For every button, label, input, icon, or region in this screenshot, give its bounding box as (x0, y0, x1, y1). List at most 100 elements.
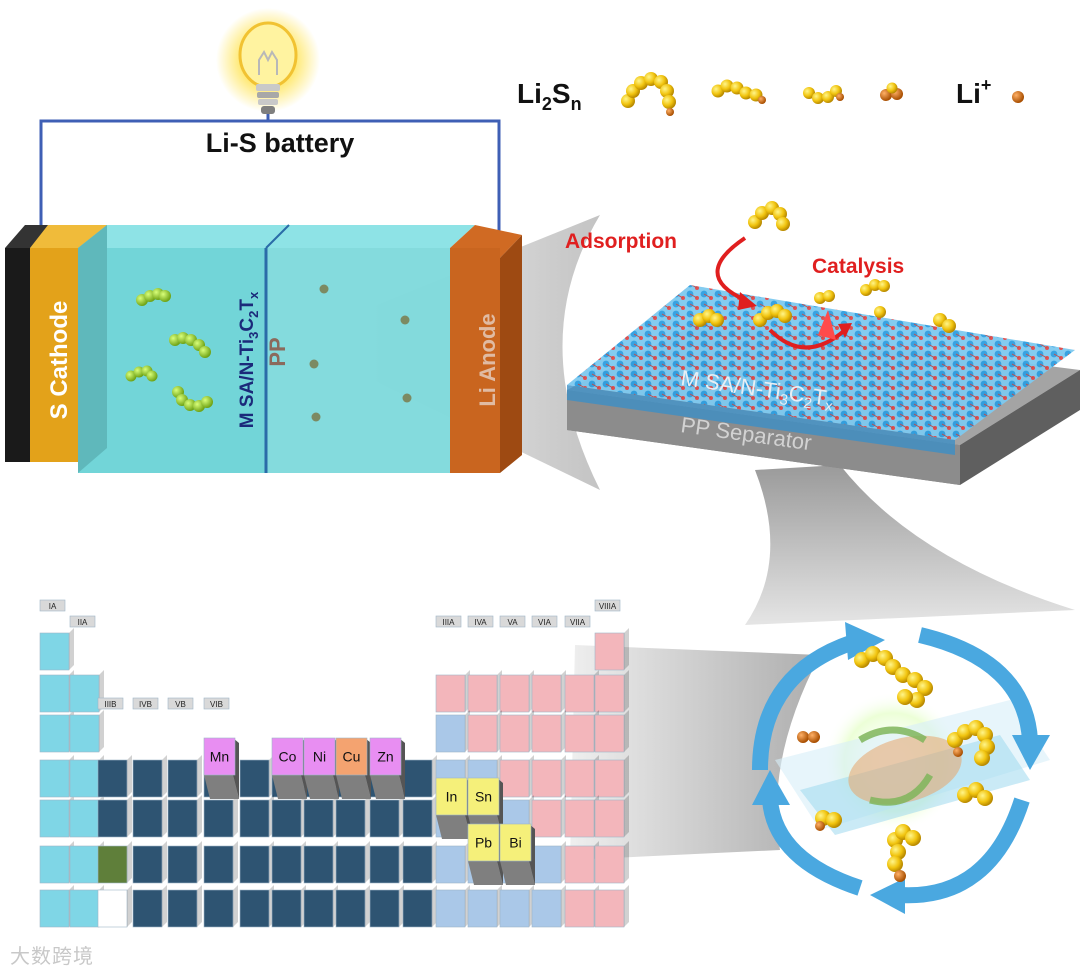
group-header (39, 599, 66, 612)
element-cell (167, 759, 198, 798)
element-cell (167, 889, 198, 928)
element-symbol-mn: Mn (210, 749, 229, 765)
lithium-ion-label: Li+ (956, 75, 991, 109)
element-cell (335, 889, 366, 928)
group-header (203, 697, 230, 710)
group-header-via: VIA (538, 618, 552, 627)
element-symbol-cu: Cu (343, 749, 361, 765)
element-cell (132, 759, 163, 798)
highlighted-element-co (271, 737, 304, 776)
element-cell (132, 889, 163, 928)
group-header (69, 615, 96, 628)
highlighted-element-ni (303, 737, 336, 776)
element-cell (594, 674, 625, 713)
group-header (132, 697, 159, 710)
group-header (594, 599, 621, 612)
element-cell (203, 889, 234, 928)
element-cell (132, 799, 163, 838)
element-cell (132, 845, 163, 884)
element-cell (369, 799, 400, 838)
interlayer-label: M SA/N-Ti3C2Tx (237, 291, 261, 428)
element-symbol-co: Co (279, 749, 297, 765)
highlighted-element-in (435, 777, 468, 816)
element-cell (499, 889, 530, 928)
group-header-vb: VB (175, 700, 186, 709)
pp-label: PP (265, 337, 290, 366)
element-cell (531, 759, 562, 798)
catalyst-cluster (752, 622, 1050, 914)
element-cell (167, 845, 198, 884)
element-cell (69, 674, 100, 713)
element-cell (239, 889, 270, 928)
group-header (467, 615, 494, 628)
element-cell (69, 799, 100, 838)
element-cell (467, 714, 498, 753)
element-cell (97, 799, 128, 838)
adsorbed-polysulfides (693, 201, 956, 333)
battery-title: Li-S battery (206, 128, 355, 158)
element-cell (435, 845, 466, 884)
group-header (97, 697, 124, 710)
element-cell (402, 889, 433, 928)
element-cell (594, 889, 625, 928)
element-cell (303, 799, 334, 838)
group-header-va: VA (507, 618, 518, 627)
group-header-iia: IIA (78, 618, 88, 627)
cathode-label: S Cathode (46, 301, 73, 420)
highlighted-element-mn (203, 737, 236, 776)
cycle-arrow (899, 797, 1030, 904)
group-header-viia: VIIA (570, 618, 586, 627)
element-cell (467, 889, 498, 928)
highlighted-element-sn (467, 777, 500, 816)
highlighted-element-zn (369, 737, 402, 776)
beam-layer-to-cluster (745, 465, 1075, 625)
adsorption-arrow (715, 236, 747, 302)
element-symbol-ni: Ni (313, 749, 326, 765)
species-legend: Li2Sn Li+ (517, 72, 1024, 116)
element-cell (435, 714, 466, 753)
element-symbol-zn: Zn (377, 749, 393, 765)
beam-table-to-cluster (570, 645, 820, 860)
group-header (499, 615, 526, 628)
element-symbol-pb: Pb (475, 835, 492, 851)
element-cell (564, 799, 595, 838)
catalysis-arrow (768, 328, 847, 350)
element-cell (499, 674, 530, 713)
element-cell (303, 845, 334, 884)
element-cell (499, 714, 530, 753)
element-cell (564, 759, 595, 798)
element-cell (499, 759, 530, 798)
battery-cell (5, 224, 522, 473)
element-cell (271, 845, 302, 884)
element-cell (467, 674, 498, 713)
interlayer-block (567, 285, 1080, 485)
group-header-ivb: IVB (139, 700, 152, 709)
element-cell (271, 799, 302, 838)
element-cell (335, 799, 366, 838)
element-cell (402, 845, 433, 884)
group-header (564, 615, 591, 628)
element-cell (69, 889, 100, 928)
highlighted-element-pb (467, 823, 500, 862)
group-header-viiia: VIIIA (599, 602, 617, 611)
element-cell (594, 759, 625, 798)
cycle-arrow (918, 627, 1038, 741)
element-cell (39, 632, 70, 671)
element-cell (39, 889, 70, 928)
element-cell (594, 799, 625, 838)
element-cell (594, 632, 625, 671)
lithium-ions (309, 284, 412, 422)
element-cell (531, 674, 562, 713)
group-header-iiia: IIIA (442, 618, 455, 627)
element-cell (402, 799, 433, 838)
circuit-wire (39, 119, 501, 235)
element-cell (39, 799, 70, 838)
element-cell (271, 889, 302, 928)
element-cell (97, 845, 128, 884)
element-symbol-bi: Bi (509, 835, 521, 851)
element-cell (435, 889, 466, 928)
cycle-arrow (752, 632, 863, 771)
light-bulb-icon (216, 8, 320, 114)
element-cell (594, 714, 625, 753)
